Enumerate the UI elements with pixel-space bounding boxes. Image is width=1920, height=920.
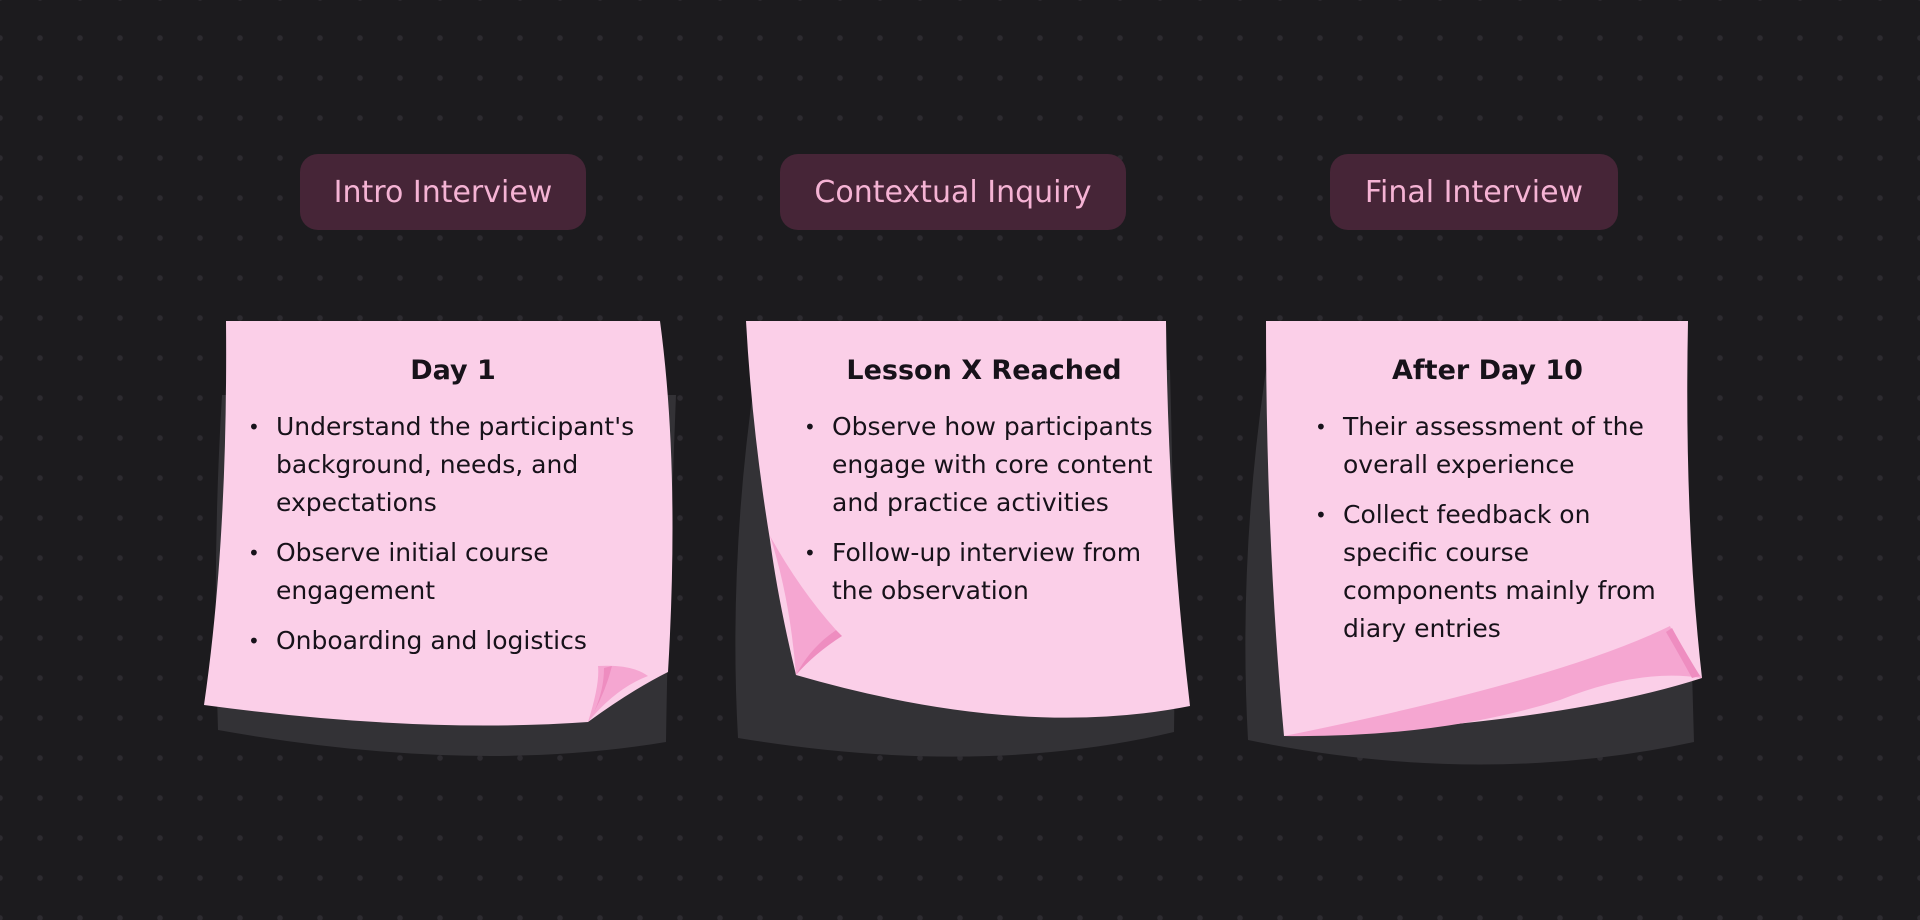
note-bullet: Observe initial course engagement bbox=[248, 534, 658, 610]
note-title: Day 1 bbox=[410, 355, 496, 386]
note-curl bbox=[770, 536, 836, 675]
note-content-after-day-10: After Day 10 Their assessment of the ove… bbox=[1315, 355, 1660, 660]
phase-label-final-interview: Final Interview bbox=[1330, 154, 1618, 230]
note-title: Lesson X Reached bbox=[846, 355, 1122, 386]
note-bullet-list: Understand the participant's background,… bbox=[248, 408, 658, 660]
note-content-lesson-x-reached: Lesson X Reached Observe how participant… bbox=[804, 355, 1164, 622]
note-content-day-1: Day 1 Understand the participant's backg… bbox=[248, 355, 658, 672]
note-title: After Day 10 bbox=[1392, 355, 1583, 386]
phase-label-contextual-inquiry: Contextual Inquiry bbox=[780, 154, 1126, 230]
note-bullet: Observe how participants engage with cor… bbox=[804, 408, 1164, 522]
note-bullet: Collect feedback on specific course comp… bbox=[1315, 496, 1660, 648]
note-curl bbox=[1284, 626, 1702, 737]
note-bullet: Onboarding and logistics bbox=[248, 622, 658, 660]
note-bullet: Their assessment of the overall experien… bbox=[1315, 408, 1660, 484]
note-bullet-list: Their assessment of the overall experien… bbox=[1315, 408, 1660, 648]
note-curl bbox=[588, 665, 648, 722]
note-bullet: Understand the participant's background,… bbox=[248, 408, 658, 522]
note-bullet: Follow-up interview from the observation bbox=[804, 534, 1164, 610]
phase-label-intro-interview: Intro Interview bbox=[300, 154, 586, 230]
note-bullet-list: Observe how participants engage with cor… bbox=[804, 408, 1164, 610]
